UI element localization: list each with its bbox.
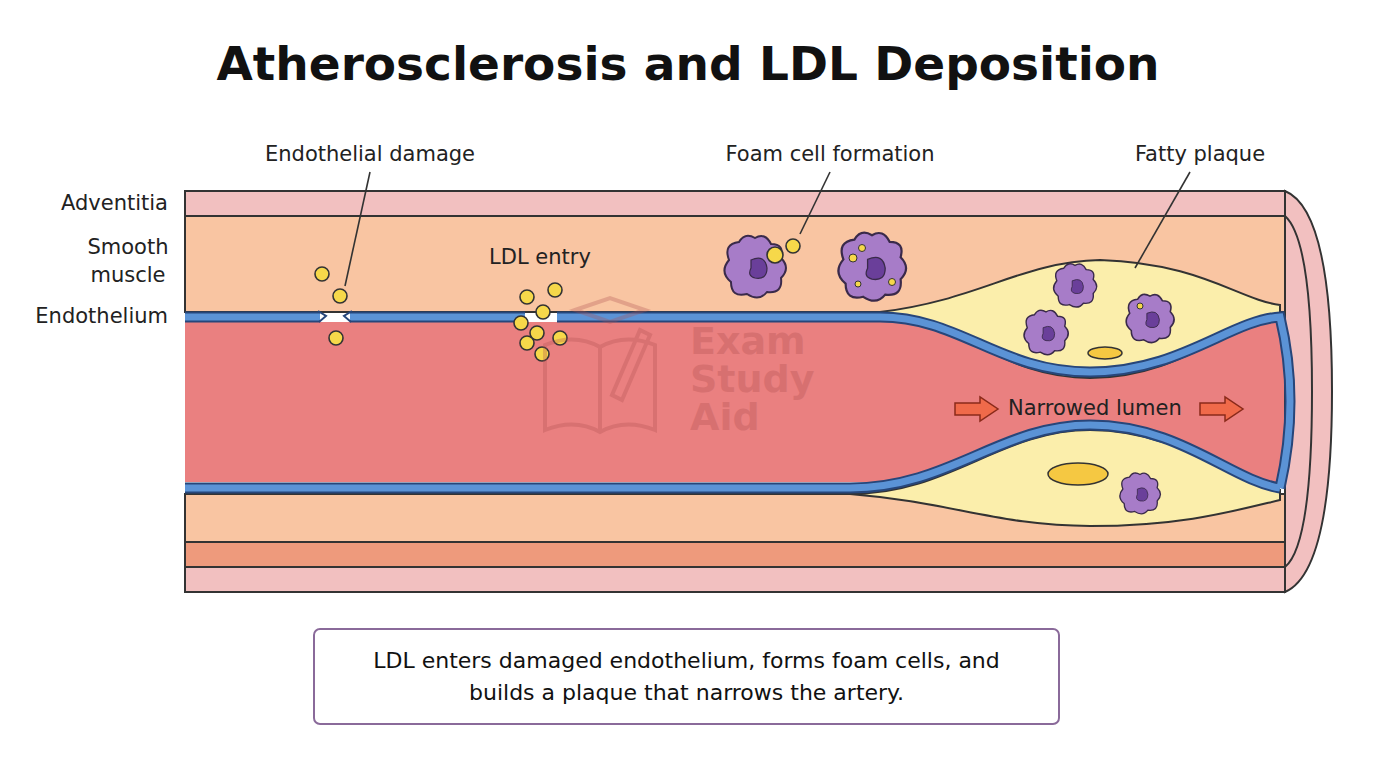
muscle-band (185, 542, 1285, 567)
callout-label: Endothelial damage (220, 142, 520, 167)
ldl-particles (315, 267, 567, 361)
foam-cell (1126, 294, 1174, 342)
callout-label: Fatty plaque (1090, 142, 1310, 167)
endothelium-outline (185, 317, 1290, 488)
endothelium-layer (185, 311, 1290, 488)
foam-cell (1120, 473, 1161, 514)
ldl-particle (520, 290, 534, 304)
ldl-particle (329, 331, 343, 345)
lipid-core (1088, 347, 1122, 359)
foam-cell (1024, 310, 1068, 355)
cap (575, 298, 645, 322)
damage-tear (318, 311, 352, 322)
flow-arrow (1200, 397, 1243, 421)
macrophage (724, 236, 786, 298)
pencil (612, 330, 650, 400)
caption-text: LDL enters damaged endothelium, forms fo… (345, 645, 1028, 709)
lipid-droplet (855, 281, 861, 287)
callout-label: LDL entry (440, 245, 640, 270)
foam-cell (1054, 264, 1097, 307)
layer-label: Smooth muscle (72, 233, 184, 289)
book-outline (545, 339, 655, 432)
leader-line (1135, 172, 1190, 268)
lipid-droplet (889, 279, 896, 286)
artery-wall (185, 191, 1332, 592)
foam-cell (838, 233, 906, 301)
leader-lines (345, 172, 1190, 286)
ldl-particle (514, 316, 528, 330)
callout-label: Foam cell formation (680, 142, 980, 167)
lipid-core (1048, 463, 1108, 485)
leader-line (345, 172, 370, 286)
lipid-droplet (1137, 303, 1143, 309)
fatty-plaque (880, 260, 1280, 378)
lipid-droplet (859, 245, 866, 252)
book-spine (598, 347, 602, 432)
flow-arrows (955, 397, 1243, 421)
layer-label: Endothelium (0, 304, 168, 329)
ldl-particle (315, 267, 329, 281)
caption-box: LDL enters damaged endothelium, forms fo… (313, 628, 1060, 725)
layer-label: Adventitia (0, 191, 168, 216)
ldl-particle (786, 239, 800, 253)
watermark-icon (545, 298, 655, 432)
flow-arrow (955, 397, 998, 421)
watermark: Exam Study Aid (690, 322, 830, 436)
ldl-particle (548, 283, 562, 297)
leader-line (800, 172, 830, 234)
diagram-title: Atherosclerosis and LDL Deposition (0, 36, 1376, 92)
endothelium-fill (185, 317, 1290, 488)
adventitia-layer (185, 191, 1285, 216)
adventitia-layer (185, 567, 1285, 592)
lipid-droplet (849, 254, 857, 262)
ldl-particle (333, 289, 347, 303)
ldl-particle (536, 305, 550, 319)
flow-label: Narrowed lumen (1008, 396, 1208, 421)
ldl-particle (520, 336, 534, 350)
ldl-particle (767, 247, 783, 263)
